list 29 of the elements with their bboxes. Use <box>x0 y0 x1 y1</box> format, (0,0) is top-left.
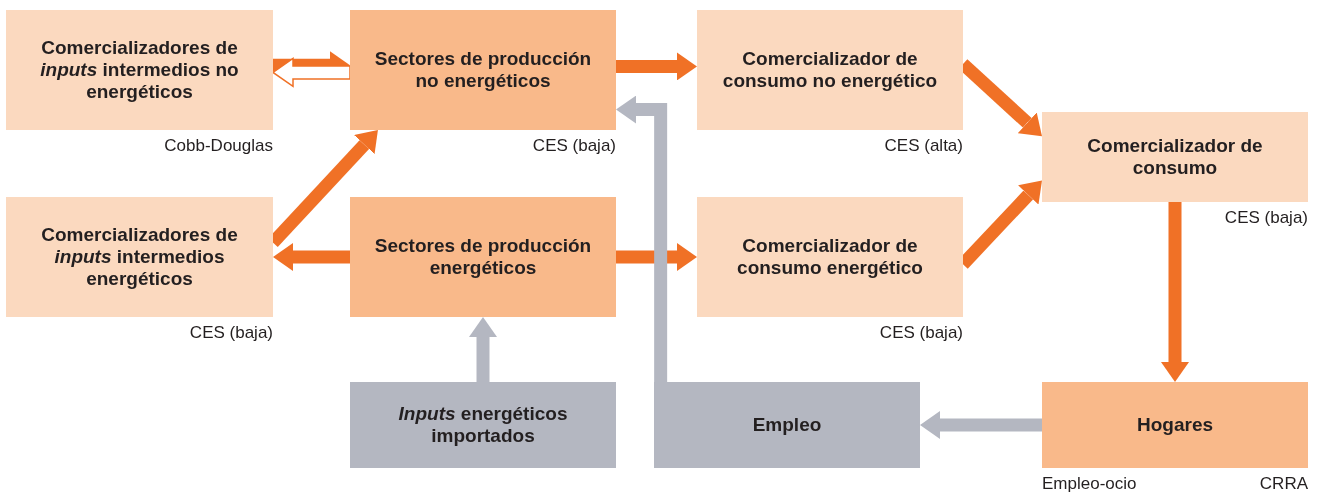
function-label: Cobb-Douglas <box>164 136 273 156</box>
function-label: CES (baja) <box>189 323 273 343</box>
process-box <box>350 197 616 317</box>
function-label: CES (alta) <box>884 136 963 156</box>
process-box <box>1042 112 1308 202</box>
box-label: Empleo <box>752 414 822 436</box>
process-box <box>697 197 963 317</box>
process-box <box>350 10 616 130</box>
box-label: Hogares <box>1137 414 1213 436</box>
box-label: Comercializadores de inputs intermedios no energéticos <box>39 37 240 103</box>
box-label: Comercializador de consumo no energético <box>721 48 939 92</box>
box-label: Sectores de producción no energéticos <box>373 48 593 92</box>
function-label: CES (baja) <box>532 136 616 156</box>
process-box <box>350 382 616 468</box>
function-label: Empleo-ocio <box>1042 474 1137 494</box>
process-box <box>654 382 920 468</box>
process-box <box>6 10 273 130</box>
box-label: Sectores de producción energéticos <box>373 235 593 279</box>
function-label: CES (baja) <box>879 323 963 343</box>
box-label: Comercializador de consumo energético <box>736 235 924 279</box>
process-box <box>697 10 963 130</box>
process-box <box>1042 382 1308 468</box>
outlined-arrow <box>271 56 351 88</box>
function-label: CRRA <box>1259 474 1308 494</box>
box-label: Comercializadores de inputs intermedios energéticos <box>40 224 239 290</box>
process-box <box>6 197 273 317</box>
box-label: Inputs energéticos importados <box>397 403 569 447</box>
box-label: Comercializador de consumo <box>1086 135 1264 179</box>
function-label: CES (baja) <box>1224 208 1308 228</box>
